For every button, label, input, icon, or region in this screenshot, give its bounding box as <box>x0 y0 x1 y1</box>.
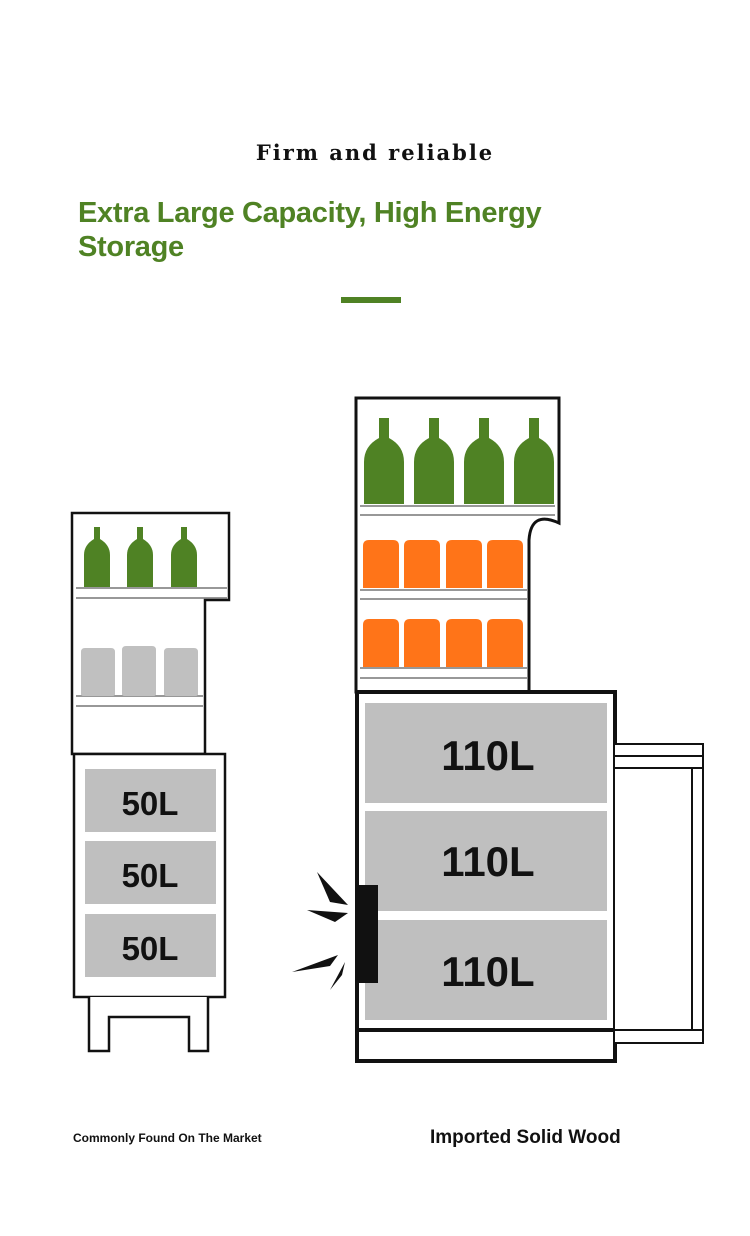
bottle-icon <box>364 418 404 504</box>
accent-divider <box>341 297 401 303</box>
can-icon <box>404 619 440 667</box>
left-capacity-label: 50L <box>122 785 179 822</box>
right-compartments: 110L 110L 110L <box>365 703 607 1020</box>
left-capacity-label: 50L <box>122 857 179 894</box>
can-icon <box>164 648 198 696</box>
left-compartments: 50L 50L 50L <box>85 769 216 977</box>
right-capacity-label: 110L <box>441 948 534 995</box>
can-icon <box>363 540 399 588</box>
left-caption: Commonly Found On The Market <box>73 1131 262 1145</box>
handle-impact-icon <box>292 872 378 990</box>
subtitle: Firm and reliable <box>255 140 495 165</box>
right-capacity-label: 110L <box>441 732 534 779</box>
bottle-icon <box>127 527 153 587</box>
can-icon <box>404 540 440 588</box>
page-title: Extra Large Capacity, High Energy Storag… <box>78 197 542 263</box>
can-icon <box>487 540 523 588</box>
left-bottles <box>84 527 197 587</box>
can-icon <box>446 619 482 667</box>
bottle-icon <box>514 418 554 504</box>
left-cans <box>81 646 198 696</box>
can-icon <box>487 619 523 667</box>
bottle-icon <box>464 418 504 504</box>
can-icon <box>446 540 482 588</box>
right-bottles <box>364 418 554 504</box>
right-capacity-label: 110L <box>441 838 534 885</box>
can-icon <box>122 646 156 696</box>
bottle-icon <box>84 527 110 587</box>
right-cans <box>363 540 523 667</box>
bottle-icon <box>414 418 454 504</box>
right-caption: Imported Solid Wood <box>430 1127 621 1148</box>
bottle-icon <box>171 527 197 587</box>
can-icon <box>363 619 399 667</box>
can-icon <box>81 648 115 696</box>
left-capacity-label: 50L <box>122 930 179 967</box>
